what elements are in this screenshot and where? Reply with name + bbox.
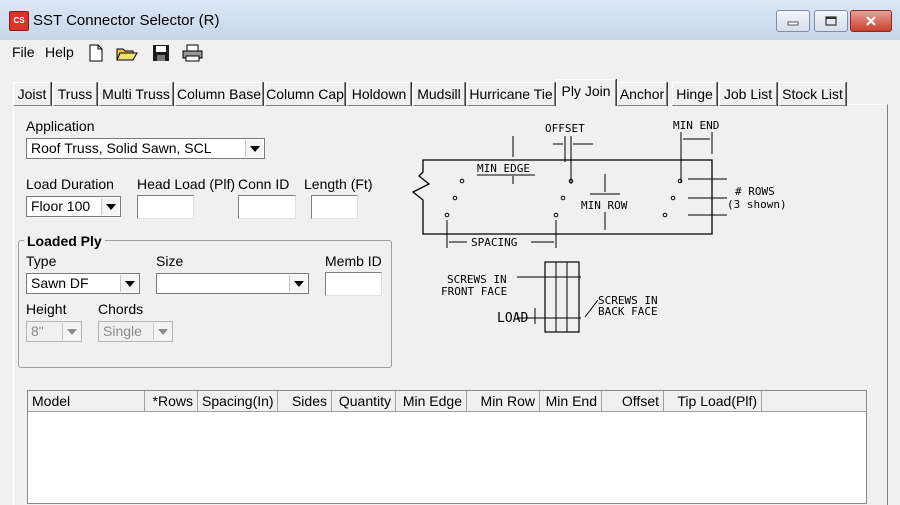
min-row-label: MIN ROW — [581, 199, 628, 212]
ply-join-diagram: OFFSET MIN END MIN EDGE MIN ROW # ROWS (… — [411, 119, 787, 333]
load-label: LOAD — [497, 311, 528, 326]
rows-label: # ROWS — [735, 185, 775, 198]
member-outline — [411, 159, 713, 235]
type-value: Sawn DF — [31, 275, 89, 291]
chevron-down-icon — [62, 323, 80, 340]
head-load-input[interactable] — [137, 195, 194, 219]
tab-anchor[interactable]: Anchor — [617, 82, 667, 106]
loaded-ply-title: Loaded Ply — [24, 233, 105, 249]
height-value: 8" — [31, 323, 44, 339]
length-label: Length (Ft) — [304, 176, 373, 192]
menu-help[interactable]: Help — [45, 44, 74, 60]
col-min-row[interactable]: Min Row — [467, 391, 540, 411]
type-label: Type — [26, 253, 57, 269]
screws-back-label-2: BACK FACE — [598, 305, 658, 318]
print-button[interactable] — [182, 43, 203, 63]
conn-id-label: Conn ID — [238, 176, 290, 192]
col-model[interactable]: Model — [28, 391, 145, 411]
chevron-down-icon — [153, 323, 171, 340]
new-file-button[interactable] — [86, 43, 106, 63]
chevron-down-icon[interactable] — [120, 275, 138, 292]
load-duration-label: Load Duration — [26, 176, 114, 192]
chords-value: Single — [103, 323, 142, 339]
offset-label: OFFSET — [545, 122, 585, 135]
grid-header — [28, 391, 866, 412]
load-duration-value: Floor 100 — [31, 198, 91, 214]
size-select[interactable] — [156, 273, 309, 294]
new-file-icon — [89, 44, 103, 62]
height-select: 8" — [26, 321, 82, 342]
loaded-ply-group — [18, 240, 392, 368]
memb-id-input[interactable] — [325, 272, 382, 296]
col-min-end[interactable]: Min End — [540, 391, 602, 411]
minimize-icon — [787, 21, 799, 26]
length-input[interactable] — [311, 195, 358, 219]
open-folder-button[interactable] — [116, 43, 138, 63]
application-label: Application — [26, 118, 95, 134]
chords-select: Single — [98, 321, 173, 342]
screws-back-label-1: SCREWS IN — [598, 294, 658, 307]
height-label: Height — [26, 301, 67, 317]
menu-bar — [0, 40, 900, 66]
close-icon — [866, 16, 876, 26]
screws-front-label-2: FRONT FACE — [441, 285, 507, 298]
col-spacing[interactable]: Spacing(In) — [198, 391, 278, 411]
save-icon — [153, 45, 169, 61]
chords-label: Chords — [98, 301, 144, 317]
tab-column-cap[interactable]: Column Cap — [265, 82, 345, 106]
min-edge-label: MIN EDGE — [477, 162, 530, 175]
tab-mudsill[interactable]: Mudsill — [413, 82, 465, 106]
size-label: Size — [156, 253, 184, 269]
conn-id-input[interactable] — [238, 195, 296, 219]
tab-joist[interactable]: Joist — [13, 82, 51, 106]
load-duration-select[interactable]: Floor 100 — [26, 196, 121, 217]
head-load-label: Head Load (Plf) — [137, 176, 236, 192]
tab-holdown[interactable]: Holdown — [347, 82, 411, 106]
save-button[interactable] — [151, 43, 171, 63]
printer-icon — [182, 44, 203, 62]
min-end-label: MIN END — [673, 119, 719, 132]
maximize-button[interactable] — [814, 10, 848, 32]
col-offset[interactable]: Offset — [602, 391, 664, 411]
col-rows[interactable]: *Rows — [145, 391, 198, 411]
chevron-down-icon[interactable] — [101, 198, 119, 215]
col-tip-load[interactable]: Tip Load(Plf) — [664, 391, 762, 411]
chevron-down-icon[interactable] — [245, 140, 263, 157]
application-select[interactable]: Roof Truss, Solid Sawn, SCL — [26, 138, 265, 159]
chevron-down-icon[interactable] — [289, 275, 307, 292]
tab-multi-truss[interactable]: Multi Truss — [99, 82, 173, 106]
tab-hinge[interactable]: Hinge — [672, 82, 717, 106]
screws-front-label-1: SCREWS IN — [447, 273, 507, 286]
tab-column-base[interactable]: Column Base — [175, 82, 263, 106]
tab-job-list[interactable]: Job List — [719, 82, 777, 106]
tab-stock-list[interactable]: Stock List — [779, 82, 846, 106]
memb-id-label: Memb ID — [325, 253, 382, 269]
tab-hurricane-tie[interactable]: Hurricane Tie — [467, 82, 555, 106]
rows-shown-label: (3 shown) — [727, 198, 787, 211]
spacing-label: SPACING — [471, 236, 517, 249]
window-title: SST Connector Selector (R) — [33, 12, 220, 29]
close-button[interactable] — [850, 10, 892, 32]
maximize-icon — [825, 16, 837, 26]
application-value: Roof Truss, Solid Sawn, SCL — [31, 140, 212, 156]
type-select[interactable]: Sawn DF — [26, 273, 140, 294]
tab-ply-join[interactable]: Ply Join — [556, 79, 616, 106]
col-quantity[interactable]: Quantity — [332, 391, 396, 411]
minimize-button[interactable] — [776, 10, 810, 32]
col-sides[interactable]: Sides — [278, 391, 332, 411]
col-min-edge[interactable]: Min Edge — [396, 391, 467, 411]
app-icon: CS — [9, 11, 29, 31]
menu-file[interactable]: File — [12, 44, 35, 60]
open-folder-icon — [116, 48, 138, 61]
tab-truss[interactable]: Truss — [53, 82, 97, 106]
